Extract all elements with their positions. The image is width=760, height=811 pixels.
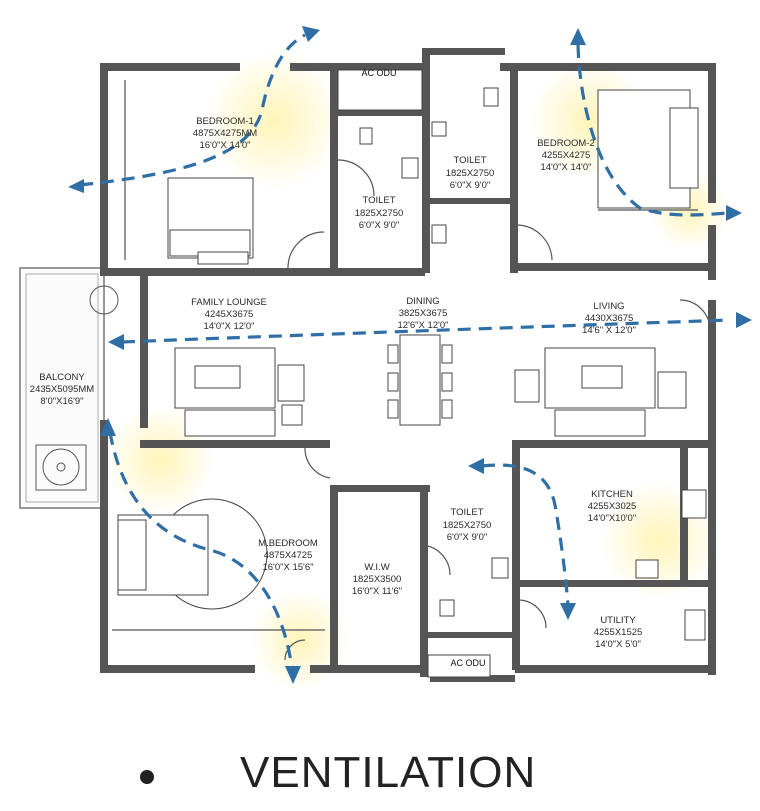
flow-bedroom1 xyxy=(79,33,306,187)
arrowhead-mbed-top xyxy=(100,418,116,436)
room-labels: BEDROOM-1 4875X4275MM 16'0"X 14'0" TOILE… xyxy=(30,68,643,668)
bedroom2-mm: 4255X4275 xyxy=(542,150,591,161)
ac-odu-bottom-label: AC ODU xyxy=(450,658,485,668)
arrowhead-bedroom1-out xyxy=(68,179,84,193)
toilet-c-mm: 1825X2750 xyxy=(443,520,492,531)
arrowhead-utility-down xyxy=(560,603,576,620)
toilet-a-ft: 6'0"X 9'0" xyxy=(359,220,399,231)
arrowhead-bedroom2-top xyxy=(570,28,586,45)
toilet-a-name: TOILET xyxy=(362,195,395,206)
family-lounge-mm: 4245X3675 xyxy=(205,309,254,320)
ventilation-title: VENTILATION xyxy=(240,748,537,797)
toilet-b-ft: 6'0"X 9'0" xyxy=(450,180,490,191)
walls xyxy=(100,48,716,682)
bedroom2-ft: 14'0"X 14'0" xyxy=(540,162,591,173)
ventilation-flows xyxy=(68,26,752,684)
bedroom2-name: BEDROOM-2 xyxy=(537,138,595,149)
furniture xyxy=(112,69,711,678)
dining-name: DINING xyxy=(406,296,439,307)
mbedroom-ft: 16'0"X 15'6" xyxy=(262,562,313,573)
bedroom1-mm: 4875X4275MM xyxy=(193,128,258,139)
wiw-name: W.I.W xyxy=(364,562,389,573)
balcony-name: BALCONY xyxy=(39,372,85,383)
wiw-ft: 16'0"X 11'6" xyxy=(352,586,402,597)
arrowhead-kitchen-left xyxy=(468,458,484,474)
utility-ft: 14'0"X 5'0" xyxy=(595,639,641,650)
bedroom1-ft: 16'0"X 14'0" xyxy=(199,140,250,151)
mbedroom-mm: 4875X4725 xyxy=(264,550,313,561)
arrowhead-mbed-bottom xyxy=(285,666,301,684)
mbedroom-name: M.BEDROOM xyxy=(258,538,318,549)
arrowhead-bedroom2-right xyxy=(726,205,742,221)
utility-mm: 4255X1525 xyxy=(594,627,643,638)
ac-odu-top-label: AC ODU xyxy=(361,68,396,78)
flow-kitchen xyxy=(481,463,570,606)
kitchen-ft: 14'0"X10'0" xyxy=(588,513,636,524)
family-lounge-ft: 14'0"X 12'0" xyxy=(203,321,254,332)
bedroom1-name: BEDROOM-1 xyxy=(196,116,254,127)
kitchen-mm: 4255X3025 xyxy=(588,501,637,512)
flow-bedroom2 xyxy=(576,44,729,217)
balcony-mm: 2435X5095MM xyxy=(30,384,95,395)
dining-ft: 12'6"X 12'0" xyxy=(397,320,448,331)
arrowhead-lounge-left xyxy=(108,334,124,350)
toilet-c-ft: 6'0"X 9'0" xyxy=(447,532,487,543)
living-ft: 14'6" X 12'0" xyxy=(582,325,636,336)
flow-living-lounge xyxy=(121,318,731,344)
arrowhead-bedroom1-in xyxy=(302,26,320,42)
utility-name: UTILITY xyxy=(600,615,636,626)
living-name: LIVING xyxy=(593,301,624,312)
bullet-dot xyxy=(140,770,154,784)
toilet-b-name: TOILET xyxy=(453,155,486,166)
toilet-c-name: TOILET xyxy=(450,507,483,518)
kitchen-name: KITCHEN xyxy=(591,489,633,500)
flow-master-bedroom xyxy=(108,431,294,669)
toilet-b-mm: 1825X2750 xyxy=(446,168,495,179)
family-lounge-name: FAMILY LOUNGE xyxy=(191,297,267,308)
wiw-mm: 1825X3500 xyxy=(353,574,402,585)
toilet-a-mm: 1825X2750 xyxy=(355,208,404,219)
balcony-area xyxy=(19,267,119,509)
balcony-ft: 8'0"X16'9" xyxy=(40,396,83,407)
dining-mm: 3825X3675 xyxy=(399,308,448,319)
living-mm: 4430X3675 xyxy=(585,313,634,324)
arrowhead-living-right xyxy=(736,312,752,328)
